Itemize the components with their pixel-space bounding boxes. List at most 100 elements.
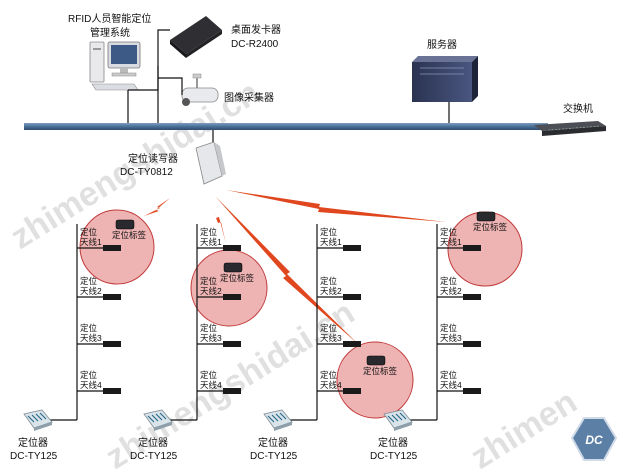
antenna-label: 天线2 <box>200 286 222 296</box>
reader-label: 定位读写器 <box>128 152 178 165</box>
dc-badge: DC <box>570 417 618 461</box>
locator-label: 定位器 <box>138 436 168 449</box>
location-tag: 定位标签 <box>363 355 398 376</box>
locator-icon <box>263 409 293 431</box>
antenna-icon <box>103 388 121 394</box>
antenna-prefix: 定位 <box>80 276 98 286</box>
antenna-label: 天线1 <box>320 237 342 247</box>
antenna-label: 天线4 <box>80 380 102 390</box>
card-issuer-icon <box>170 16 222 58</box>
antenna-prefix: 定位 <box>200 323 218 333</box>
signal-bolts <box>144 190 446 344</box>
antenna-label: 天线4 <box>200 380 222 390</box>
antenna-icon <box>463 294 481 300</box>
switch-icon <box>534 121 606 136</box>
locator-model: DC-TY125 <box>370 451 418 462</box>
locator-model: DC-TY125 <box>250 451 298 462</box>
tag-label: 定位标签 <box>473 222 508 232</box>
antenna-icon <box>103 294 121 300</box>
antenna-icon <box>223 294 241 300</box>
locator-model: DC-TY125 <box>130 451 178 462</box>
antenna-label: 天线4 <box>320 380 342 390</box>
antenna-label: 天线2 <box>320 286 342 296</box>
locator-label: 定位器 <box>258 436 288 449</box>
antenna-label: 天线1 <box>80 237 102 247</box>
location-tag: 定位标签 <box>473 211 508 232</box>
antenna-prefix: 定位 <box>440 276 458 286</box>
locator-icon <box>383 409 413 431</box>
antenna-prefix: 定位 <box>320 323 338 333</box>
camera-icon <box>181 73 219 106</box>
watermark-text: zhimen <box>464 382 583 473</box>
tag-label: 定位标签 <box>112 230 147 240</box>
computer-icon <box>89 41 141 91</box>
tag-zones <box>79 209 523 419</box>
antenna-icon <box>223 245 241 251</box>
antenna-icon <box>343 341 361 347</box>
server-label: 服务器 <box>427 38 457 51</box>
antenna-icon <box>343 388 361 394</box>
antenna-prefix: 定位 <box>440 323 458 333</box>
server-icon <box>412 56 478 102</box>
antenna-label: 天线1 <box>200 237 222 247</box>
antenna-label: 天线2 <box>80 286 102 296</box>
antenna-label: 天线4 <box>440 380 462 390</box>
tag-icon <box>223 262 243 273</box>
antenna-prefix: 定位 <box>80 323 98 333</box>
antenna-prefix: 定位 <box>80 370 98 380</box>
antenna-prefix: 定位 <box>440 370 458 380</box>
antenna-icon <box>223 388 241 394</box>
antenna-label: 天线3 <box>200 333 222 343</box>
tag-label: 定位标签 <box>220 273 255 283</box>
antenna-prefix: 定位 <box>320 370 338 380</box>
location-tag: 定位标签 <box>220 262 255 283</box>
antenna-icon <box>463 341 481 347</box>
card-issuer-label: 桌面发卡器 <box>231 23 281 36</box>
locator-icon <box>143 409 173 431</box>
rfid-system-label: RFID人员智能定位 <box>68 12 151 25</box>
rfid-system-label-2: 管理系统 <box>90 26 130 39</box>
antenna-label: 天线2 <box>440 286 462 296</box>
network-backbone <box>24 123 548 130</box>
antenna-prefix: 定位 <box>320 227 338 237</box>
connection-lines <box>127 29 450 124</box>
antenna-prefix: 定位 <box>440 227 458 237</box>
reader-icon <box>195 141 226 185</box>
locator-label: 定位器 <box>378 436 408 449</box>
locator-label: 定位器 <box>18 436 48 449</box>
antenna-label: 天线3 <box>80 333 102 343</box>
location-tag: 定位标签 <box>112 219 147 240</box>
camera-label: 图像采集器 <box>224 91 274 104</box>
antenna-icon <box>343 294 361 300</box>
antenna-prefix: 定位 <box>200 276 218 286</box>
antenna-label: 天线3 <box>440 333 462 343</box>
antenna-label: 天线1 <box>440 237 462 247</box>
antenna-prefix: 定位 <box>200 227 218 237</box>
badge-text: DC <box>585 433 603 447</box>
antenna-prefix: 定位 <box>80 227 98 237</box>
locator-model: DC-TY125 <box>10 451 58 462</box>
